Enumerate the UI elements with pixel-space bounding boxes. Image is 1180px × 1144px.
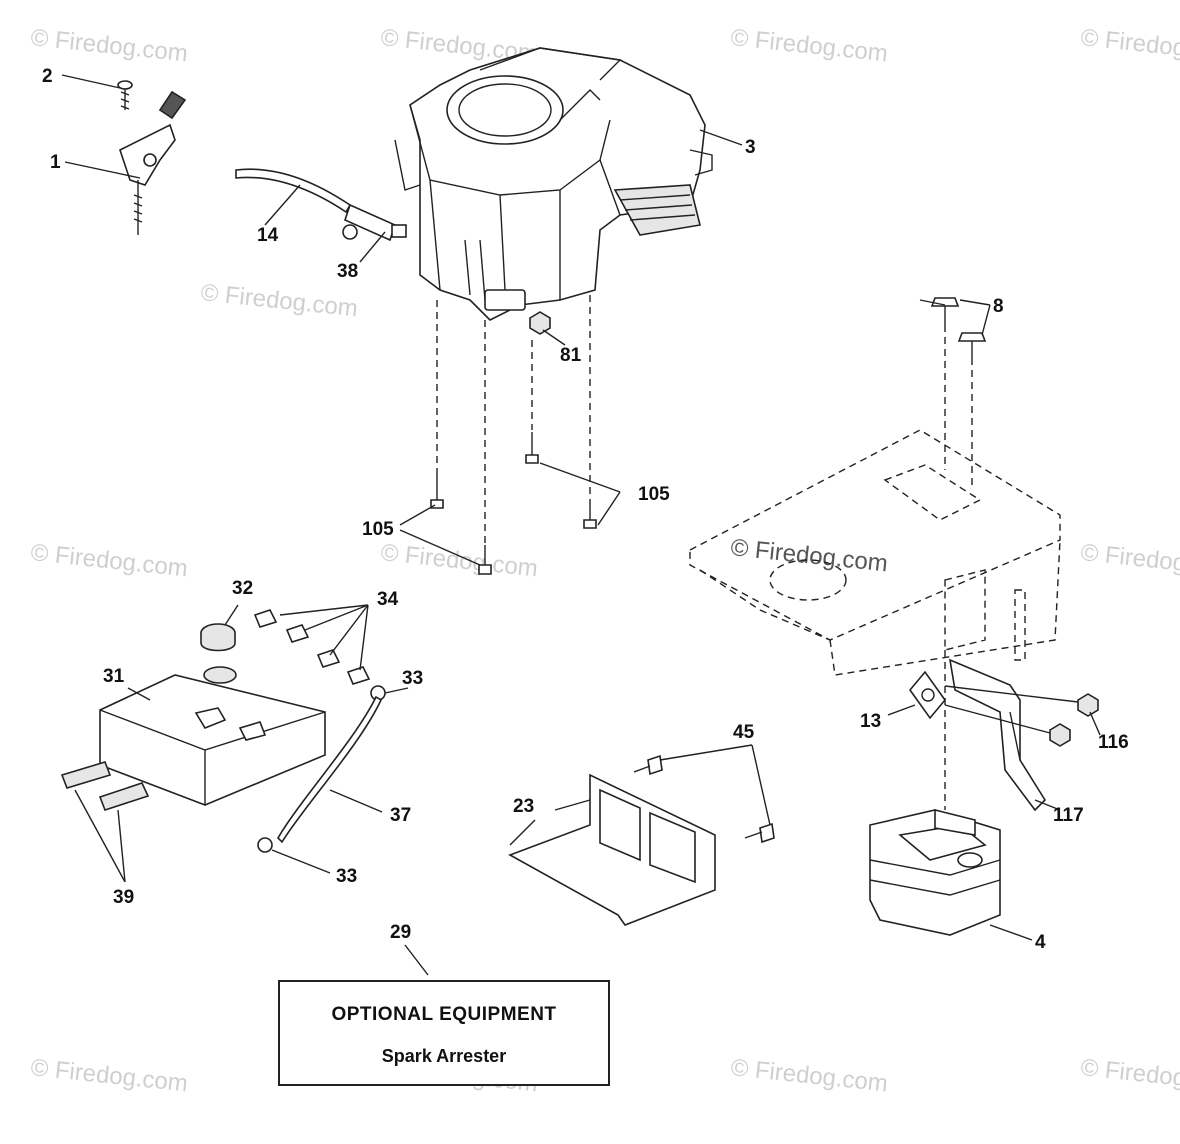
watermark: © Firedog.com xyxy=(729,24,889,67)
gasket-part xyxy=(908,670,947,720)
engine-bolt-part xyxy=(430,295,597,575)
pad-part xyxy=(253,609,371,685)
exhaust-nut-part xyxy=(944,685,1099,747)
hose-part xyxy=(276,695,383,844)
callout-105-left: 105 xyxy=(362,519,394,540)
heat-shield-screw-part xyxy=(633,754,775,844)
optional-equipment-box: OPTIONAL EQUIPMENT Spark Arrester xyxy=(278,980,610,1086)
callout-29: 29 xyxy=(390,922,411,943)
watermark: © Firedog.com xyxy=(29,539,189,582)
watermark: © Firedog.com xyxy=(729,534,889,577)
leader-lines xyxy=(61,74,1101,976)
watermark: © Firedog.com xyxy=(1079,539,1180,582)
watermark: © Firedog.com xyxy=(29,24,189,67)
callout-4: 4 xyxy=(1035,932,1046,953)
screen-cover-part xyxy=(99,674,326,806)
muffler-part xyxy=(869,650,1001,936)
heat-shield-part xyxy=(508,773,716,926)
nut-part xyxy=(529,311,551,335)
callout-14: 14 xyxy=(257,225,279,246)
throttle-control-part xyxy=(119,90,187,235)
callout-3: 3 xyxy=(745,137,756,158)
watermark: © Firedog.com xyxy=(29,1054,189,1097)
callout-2: 2 xyxy=(42,66,53,87)
watermark: © Firedog.com xyxy=(729,1054,889,1097)
watermark: © Firedog.com xyxy=(199,279,359,322)
callout-1: 1 xyxy=(50,152,61,173)
callout-117: 117 xyxy=(1053,805,1084,826)
callout-39: 39 xyxy=(113,887,134,908)
callout-37: 37 xyxy=(390,805,411,826)
watermark: © Firedog.com xyxy=(379,539,539,582)
watermark: © Firedog.com xyxy=(1079,1054,1180,1097)
clamp-part xyxy=(257,685,386,853)
callout-13: 13 xyxy=(860,711,881,732)
callout-116: 116 xyxy=(1098,732,1129,753)
callout-33-top: 33 xyxy=(402,668,423,689)
callout-33-bottom: 33 xyxy=(336,866,357,887)
callout-23: 23 xyxy=(513,796,534,817)
exhaust-pipe-part xyxy=(948,658,1047,812)
callout-45: 45 xyxy=(733,722,755,743)
cap-part xyxy=(200,623,237,684)
screw-part xyxy=(117,80,133,110)
spark-arrester-label: Spark Arrester xyxy=(381,1046,507,1066)
fuel-fitting-part xyxy=(342,203,407,242)
callout-labels: 2 1 3 14 38 81 8 105 105 32 34 31 33 45 … xyxy=(42,66,1129,953)
callout-34: 34 xyxy=(377,589,399,610)
callout-31: 31 xyxy=(103,666,125,687)
callout-38: 38 xyxy=(337,261,358,282)
engine-part xyxy=(394,47,713,321)
callout-81: 81 xyxy=(560,345,582,366)
callout-8: 8 xyxy=(993,296,1004,317)
callout-105-right: 105 xyxy=(638,484,670,505)
fuel-line-part xyxy=(235,168,352,214)
heat-pad-part xyxy=(60,761,150,811)
callout-32: 32 xyxy=(232,578,253,599)
frame-bolt-part xyxy=(930,297,987,490)
watermark: © Firedog.com xyxy=(1079,24,1180,67)
frame-outline xyxy=(689,429,1061,676)
optional-equipment-title: OPTIONAL EQUIPMENT xyxy=(331,1004,557,1025)
